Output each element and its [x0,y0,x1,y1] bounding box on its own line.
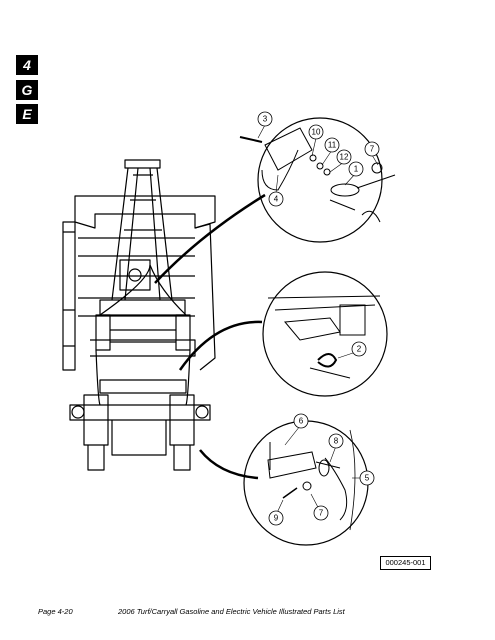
callout-5-label: 5 [365,474,370,483]
callout-5-circle [359,470,375,486]
callout-8-circle [328,433,344,449]
callout-4-label: 4 [274,195,279,204]
callout-10-label: 10 [312,128,321,137]
callout-7a-label: 7 [370,145,375,154]
callout-leaders [257,124,379,516]
callout-9-circle [268,510,284,526]
callout-1-label: 1 [354,165,359,174]
callout-7b-circle [313,505,329,521]
callout-8-label: 8 [334,437,339,446]
callout-1-circle [348,161,364,177]
callout-12-label: 12 [340,153,349,162]
callout-10-circle [308,124,324,140]
section-tab-g: G [16,80,38,100]
callout-2-circle [351,341,367,357]
callout-4-circle [268,191,284,207]
detail-view-top [239,117,396,243]
callout-6-circle [293,413,309,429]
vehicle-chassis-drawing [62,159,216,471]
section-tab-4: 4 [16,55,38,75]
section-tab-e: E [16,104,38,124]
callout-3-circle [257,111,273,127]
footer-document-title: 2006 Turf/Carryall Gasoline and Electric… [118,607,345,616]
callout-12-circle [336,149,352,165]
callout-6-label: 6 [299,417,304,426]
callout-7b-label: 7 [319,509,324,518]
figure-number: 000245-001 [380,556,431,570]
callout-11-circle [324,137,340,153]
callout-7a-circle [364,141,380,157]
detail-view-middle [262,271,388,397]
callout-3-label: 3 [263,115,268,124]
footer-page-number: Page 4-20 [38,607,73,616]
callout-9-label: 9 [274,514,279,523]
detail-view-bottom [243,420,369,546]
leader-lines [154,193,266,480]
callout-11-label: 11 [328,141,337,150]
callout-2-label: 2 [357,345,362,354]
